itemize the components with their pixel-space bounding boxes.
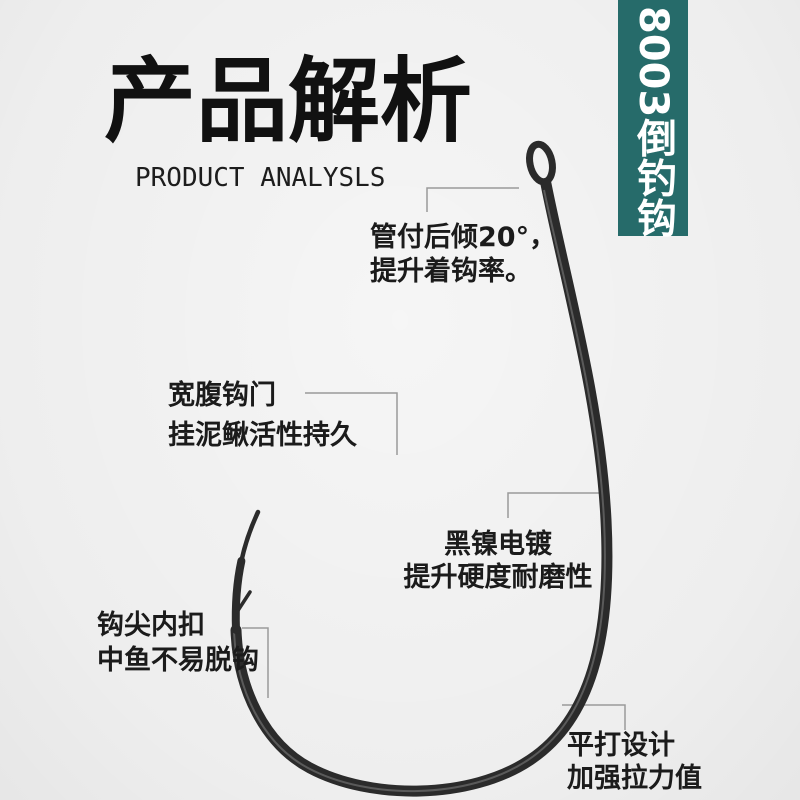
hook-eye xyxy=(526,140,556,186)
fishing-hook xyxy=(230,140,613,797)
page-title: 产品解析 xyxy=(104,48,473,155)
callout-wide-gape: 宽腹钩门 挂泥鳅活性持久 xyxy=(168,376,357,456)
callout-line: 挂泥鳅活性持久 xyxy=(168,420,357,451)
model-banner-text: 8003倒钓钩 xyxy=(630,6,676,238)
hook-highlight xyxy=(233,189,606,792)
leader-line-point xyxy=(242,627,269,698)
callout-line: 提升着钩率。 xyxy=(370,256,532,287)
callout-black-nickel: 黑镍电镀 提升硬度耐磨性 xyxy=(400,528,596,594)
hook-barb xyxy=(235,590,252,614)
callout-eye-angle: 管付后倾20°， 提升着钩率。 xyxy=(370,221,556,289)
callout-line: 钩尖内扣 xyxy=(97,610,205,641)
callout-forged-design: 平打设计 加强拉力值 xyxy=(567,729,702,795)
callout-line: 提升硬度耐磨性 xyxy=(403,562,593,593)
leader-line-eye xyxy=(426,187,519,212)
hook-point-tip xyxy=(239,509,261,564)
model-banner: 8003倒钓钩 xyxy=(618,0,688,238)
callout-line: 中鱼不易脱钩 xyxy=(97,645,259,676)
leader-line-gape xyxy=(305,392,398,455)
callout-line: 管付后倾20°， xyxy=(370,222,557,253)
callout-line: 宽腹钩门 xyxy=(168,380,276,411)
hook-point-base xyxy=(231,556,246,634)
leader-line-plating xyxy=(507,492,604,518)
callout-line: 黑镍电镀 xyxy=(444,529,552,560)
callout-inward-point: 钩尖内扣 中鱼不易脱钩 xyxy=(97,608,259,678)
callout-line: 加强拉力值 xyxy=(567,763,702,794)
callout-line: 平打设计 xyxy=(567,730,675,761)
page-subtitle: PRODUCT ANALYSLS xyxy=(135,163,386,193)
hook-shank-and-bend xyxy=(230,178,613,797)
